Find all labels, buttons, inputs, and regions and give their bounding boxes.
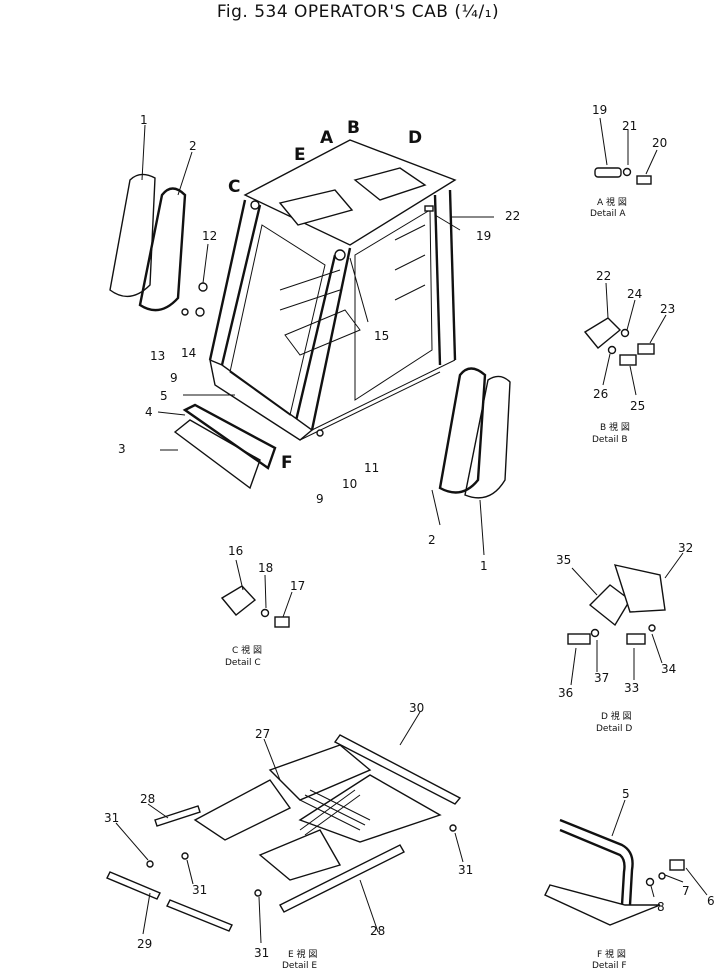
svg-text:2: 2 — [428, 533, 436, 547]
svg-text:5: 5 — [160, 389, 168, 403]
svg-text:8: 8 — [657, 900, 665, 914]
view-letter-c: C — [228, 177, 240, 197]
svg-text:13: 13 — [150, 349, 165, 363]
svg-text:C 視 図: C 視 図 — [232, 644, 262, 656]
svg-text:6: 6 — [707, 894, 715, 908]
view-letter-b: B — [347, 118, 360, 138]
detail-d: 35 32 37 34 36 33 D 視 図 Detail D — [556, 541, 693, 734]
view-letters: C E A B D F — [228, 118, 422, 473]
svg-text:18: 18 — [258, 561, 273, 575]
svg-text:10: 10 — [342, 477, 357, 491]
svg-text:Detail C: Detail C — [225, 658, 261, 668]
svg-text:Detail A: Detail A — [590, 209, 626, 219]
svg-text:4: 4 — [145, 405, 153, 419]
detail-b: 22 24 23 26 25 B 視 図 Detail B — [583, 269, 675, 445]
svg-text:1: 1 — [480, 559, 488, 573]
mat-hatch — [299, 789, 371, 836]
svg-text:32: 32 — [678, 541, 693, 555]
svg-text:31: 31 — [254, 946, 269, 960]
svg-text:22: 22 — [505, 209, 520, 223]
svg-text:B 視 図: B 視 図 — [600, 421, 630, 433]
svg-text:3: 3 — [118, 442, 126, 456]
svg-text:D 視 図: D 視 図 — [601, 710, 632, 722]
svg-text:33: 33 — [624, 681, 639, 695]
svg-text:A 視 図: A 視 図 — [597, 196, 627, 208]
svg-text:25: 25 — [630, 399, 645, 413]
svg-text:17: 17 — [290, 579, 305, 593]
svg-text:Detail E: Detail E — [282, 961, 317, 970]
svg-text:22: 22 — [596, 269, 611, 283]
svg-text:29: 29 — [137, 937, 152, 951]
svg-text:2: 2 — [189, 139, 197, 153]
view-letter-e: E — [294, 145, 306, 165]
svg-text:Detail F: Detail F — [592, 961, 627, 970]
svg-text:31: 31 — [458, 863, 473, 877]
detail-a: 19 21 20 A 視 図 Detail A — [590, 103, 667, 219]
svg-text:14: 14 — [181, 346, 196, 360]
svg-text:34: 34 — [661, 662, 676, 676]
view-letter-f: F — [281, 453, 293, 473]
svg-text:15: 15 — [374, 329, 389, 343]
front-lower-glass — [173, 403, 277, 490]
svg-text:31: 31 — [104, 811, 119, 825]
svg-text:9: 9 — [316, 492, 324, 506]
svg-text:1: 1 — [140, 113, 148, 127]
svg-text:Detail D: Detail D — [596, 724, 632, 734]
svg-text:21: 21 — [622, 119, 637, 133]
side-window-right — [438, 367, 511, 499]
svg-text:35: 35 — [556, 553, 571, 567]
svg-text:19: 19 — [592, 103, 607, 117]
svg-text:28: 28 — [370, 924, 385, 938]
svg-text:26: 26 — [593, 387, 608, 401]
svg-text:30: 30 — [409, 701, 424, 715]
cab-assembly — [208, 139, 457, 441]
main-callouts: 1 2 12 13 14 9 5 4 3 15 9 10 11 2 1 19 2… — [118, 113, 520, 573]
svg-text:37: 37 — [594, 671, 609, 685]
svg-text:20: 20 — [652, 136, 667, 150]
svg-text:Detail B: Detail B — [592, 435, 628, 445]
svg-text:12: 12 — [202, 229, 217, 243]
view-letter-d: D — [408, 128, 422, 148]
figure-title: Fig. 534 OPERATOR'S CAB (¼/₁) — [216, 2, 500, 22]
svg-text:9: 9 — [170, 371, 178, 385]
svg-text:F 視 図: F 視 図 — [597, 948, 626, 960]
svg-text:23: 23 — [660, 302, 675, 316]
svg-text:36: 36 — [558, 686, 573, 700]
svg-text:19: 19 — [476, 229, 491, 243]
svg-text:E 視 図: E 視 図 — [288, 948, 317, 960]
svg-text:7: 7 — [682, 884, 690, 898]
svg-text:28: 28 — [140, 792, 155, 806]
svg-text:27: 27 — [255, 727, 270, 741]
svg-text:16: 16 — [228, 544, 243, 558]
detail-c: 16 18 17 C 視 図 Detail C — [220, 544, 305, 668]
detail-f: 5 8 7 6 F 視 図 Detail F — [544, 787, 715, 970]
svg-text:24: 24 — [627, 287, 642, 301]
view-letter-a: A — [320, 128, 334, 148]
svg-text:5: 5 — [622, 787, 630, 801]
svg-text:11: 11 — [364, 461, 379, 475]
svg-text:31: 31 — [192, 883, 207, 897]
side-window-left — [109, 173, 187, 312]
detail-e: 30 27 28 31 31 31 29 31 28 E 視 図 Detail … — [104, 701, 473, 970]
